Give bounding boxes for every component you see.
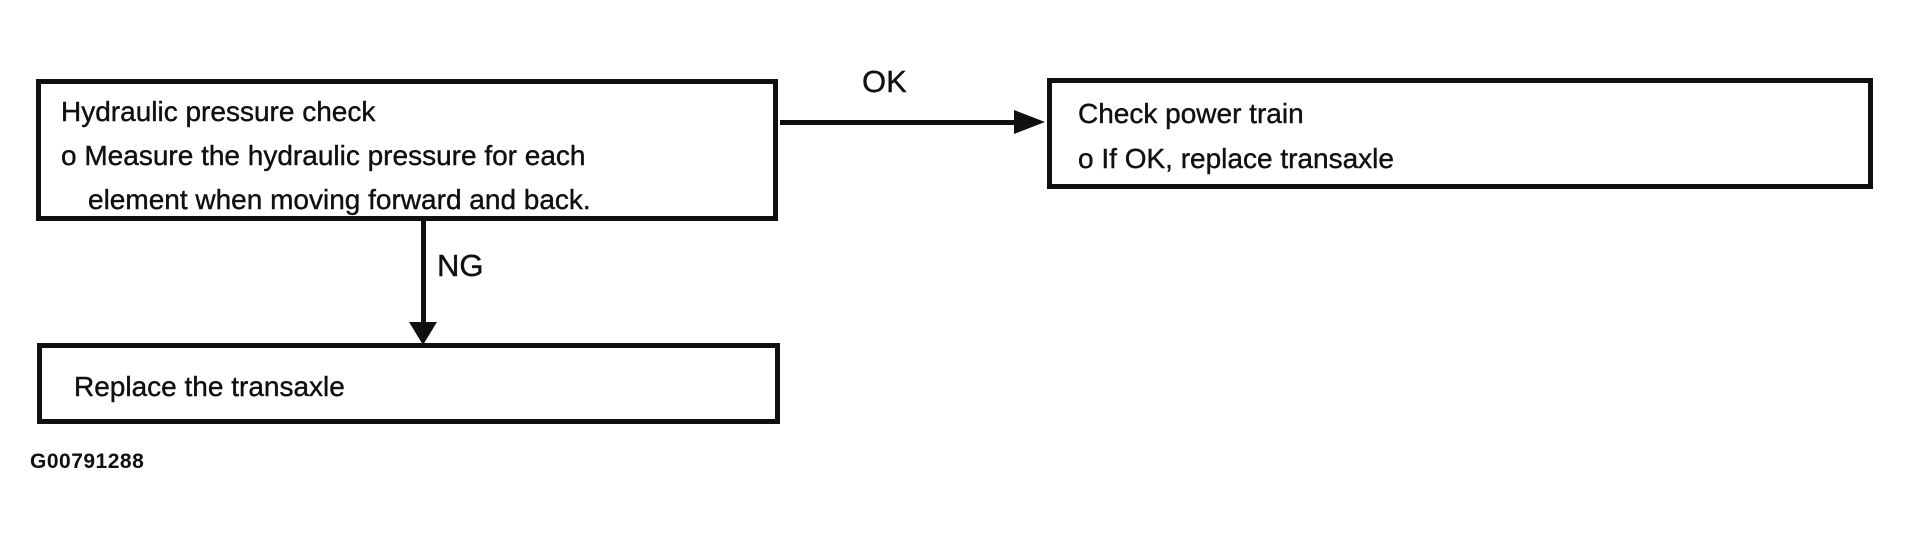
ok-arrowhead-icon (1014, 110, 1045, 134)
node-hydraulic-pressure-check: Hydraulic pressure check o Measure the h… (36, 79, 778, 221)
node-bullet-line-continuation: element when moving forward and back. (88, 184, 591, 215)
ok-arrow-line (780, 120, 1018, 125)
ng-arrow-line (421, 221, 426, 325)
ng-edge-label: NG (437, 248, 484, 283)
ng-arrowhead-icon (409, 322, 437, 345)
ok-edge-label: OK (862, 64, 907, 99)
node-check-power-train: Check power train o If OK, replace trans… (1047, 78, 1873, 189)
node-bullet-line: o If OK, replace transaxle (1078, 143, 1394, 174)
node-title: Hydraulic pressure check (61, 96, 376, 127)
node-bullet-line: o Measure the hydraulic pressure for eac… (61, 140, 586, 171)
node-title: Check power train (1078, 98, 1304, 129)
node-replace-transaxle: Replace the transaxle (37, 343, 780, 424)
node-title: Replace the transaxle (74, 371, 345, 402)
figure-code: G00791288 (30, 450, 145, 473)
